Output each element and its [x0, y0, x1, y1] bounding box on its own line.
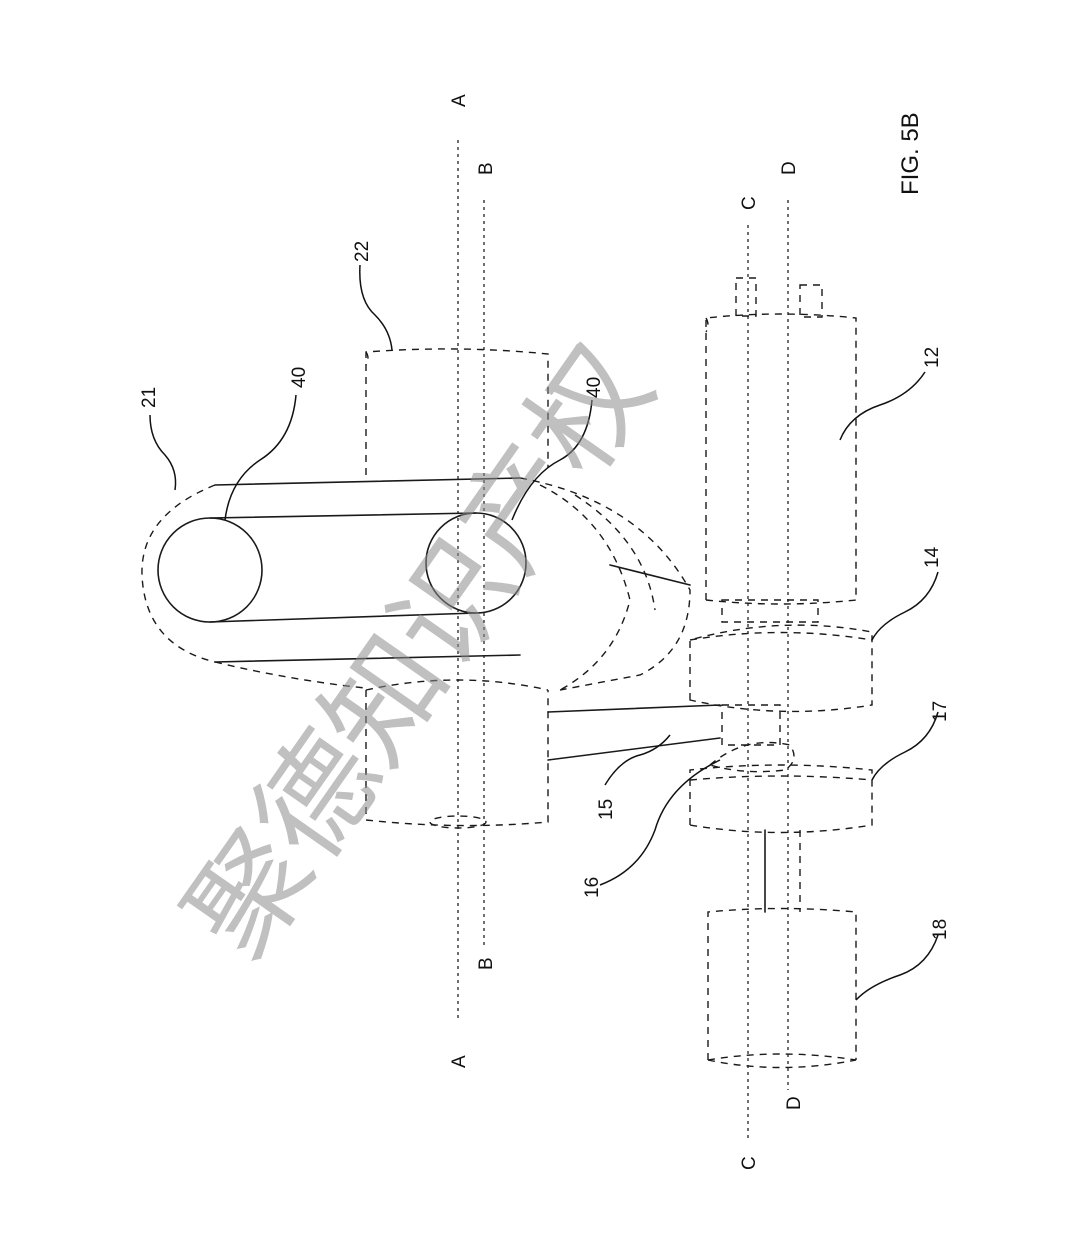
leader-14	[871, 571, 939, 641]
numeral-14: 14	[922, 546, 943, 568]
numeral-21: 21	[139, 387, 160, 408]
label-a-top: A	[449, 94, 470, 107]
leader-40-lower	[511, 399, 593, 521]
numeral-12: 12	[922, 347, 943, 368]
belt-line-bottom	[209, 612, 477, 623]
label-a-bottom: A	[449, 1055, 470, 1068]
label-d-bottom: D	[784, 1096, 805, 1110]
arm-21	[141, 477, 691, 691]
pulley-40-upper	[157, 517, 263, 623]
lower-housing	[365, 679, 549, 829]
motor-12	[705, 277, 857, 623]
belt-15	[547, 704, 721, 761]
gear-17	[689, 764, 873, 834]
shaft	[764, 829, 801, 913]
label-b-bottom: B	[476, 957, 497, 970]
housing-22	[365, 348, 549, 475]
motor-18	[707, 907, 857, 1069]
leader-16	[599, 759, 721, 886]
leader-17	[871, 711, 939, 781]
numeral-22: 22	[352, 241, 373, 262]
numeral-15: 15	[596, 799, 617, 820]
leader-22	[359, 264, 393, 351]
leader-40-upper	[224, 394, 297, 521]
gear-14	[689, 624, 873, 713]
numeral-16: 16	[582, 877, 603, 898]
coupling-16	[708, 704, 795, 773]
figure-label: FIG. 5B	[897, 112, 924, 195]
leader-15	[604, 734, 671, 786]
leader-18	[855, 934, 939, 1001]
leader-12	[839, 371, 926, 441]
numeral-18: 18	[930, 919, 951, 940]
label-c-bottom: C	[739, 1156, 760, 1170]
label-c-top: C	[739, 196, 760, 210]
label-b-top: B	[476, 162, 497, 175]
belt-line-top	[209, 512, 477, 519]
label-d-top: D	[779, 161, 800, 175]
numeral-40-lower: 40	[584, 377, 605, 398]
leader-21	[149, 414, 177, 491]
numeral-40-upper: 40	[289, 367, 310, 388]
numeral-17: 17	[930, 701, 951, 722]
